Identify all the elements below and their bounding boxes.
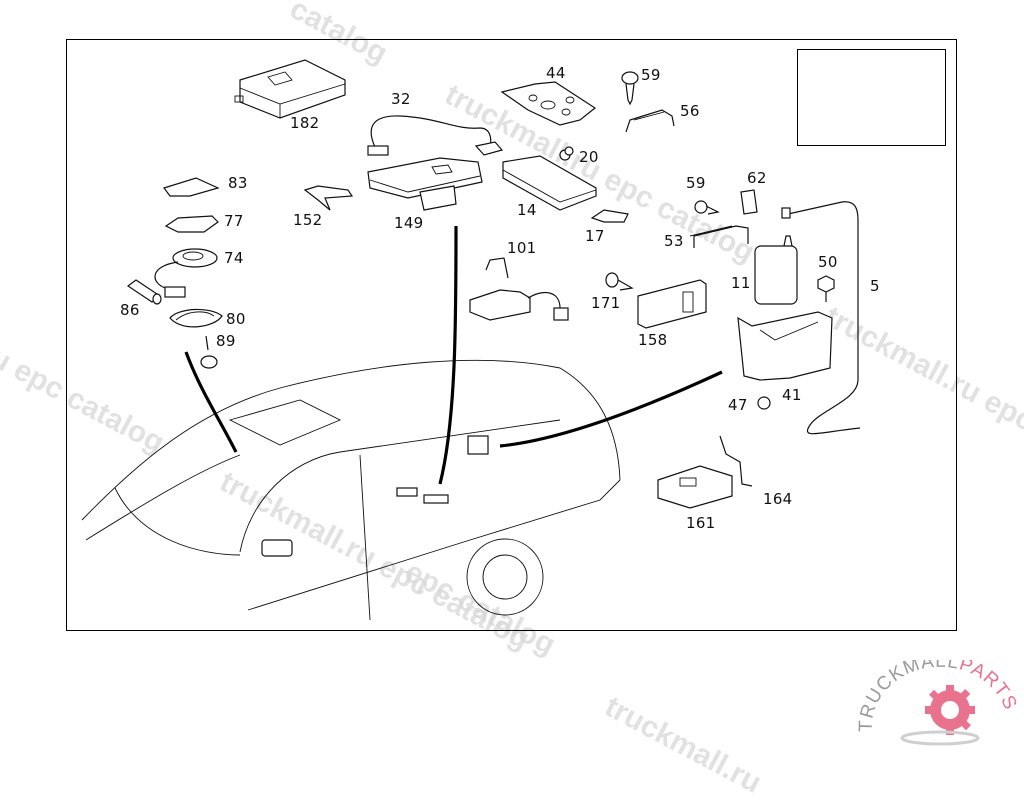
part-101-module[interactable] — [469, 257, 569, 321]
callout-101[interactable]: 101 — [507, 239, 537, 257]
callout-182[interactable]: 182 — [290, 114, 320, 132]
callout-14[interactable]: 14 — [517, 201, 537, 219]
part-59-screw[interactable] — [621, 71, 639, 106]
gear-icon — [925, 685, 975, 735]
part-62-clip[interactable] — [740, 189, 758, 215]
diagram-frame — [66, 39, 957, 631]
part-77-plate[interactable] — [164, 215, 219, 233]
part-53-bracket[interactable] — [689, 225, 749, 248]
part-5-cable[interactable] — [781, 201, 861, 435]
callout-89[interactable]: 89 — [216, 332, 236, 350]
part-86-cylinder[interactable] — [126, 279, 162, 305]
callout-171[interactable]: 171 — [591, 294, 621, 312]
callout-47[interactable]: 47 — [728, 396, 748, 414]
truckmall-parts-logo: TRUCKMALLPARTS — [856, 651, 1020, 750]
callout-164[interactable]: 164 — [763, 490, 793, 508]
diagram-artwork — [81, 59, 932, 621]
part-164-bracket[interactable] — [719, 435, 753, 487]
part-171-screw[interactable] — [605, 272, 634, 291]
inset-frame — [797, 49, 946, 146]
callout-53[interactable]: 53 — [664, 232, 684, 250]
callout-59b[interactable]: 59 — [686, 174, 706, 192]
callout-17[interactable]: 17 — [585, 227, 605, 245]
part-59-screw-b[interactable] — [694, 200, 720, 215]
callout-59[interactable]: 59 — [641, 66, 661, 84]
part-149-module[interactable] — [367, 157, 483, 211]
callout-161[interactable]: 161 — [686, 514, 716, 532]
part-17-clip[interactable] — [590, 209, 629, 223]
callout-5[interactable]: 5 — [870, 277, 880, 295]
part-152-bracket[interactable] — [303, 185, 354, 211]
part-50-bolt[interactable] — [817, 275, 835, 302]
callout-80[interactable]: 80 — [226, 310, 246, 328]
location-arrows — [184, 225, 723, 485]
part-20-clip[interactable] — [559, 146, 574, 161]
arrow-to-rear-module — [499, 370, 723, 448]
part-161-module[interactable] — [657, 465, 733, 509]
callout-152[interactable]: 152 — [293, 211, 323, 229]
callout-32[interactable]: 32 — [391, 90, 411, 108]
callout-20[interactable]: 20 — [579, 148, 599, 166]
part-14-unit[interactable] — [502, 155, 597, 211]
part-83-plate[interactable] — [163, 177, 220, 197]
part-89-screw[interactable] — [200, 335, 218, 369]
part-11-unit[interactable] — [754, 235, 798, 305]
vehicle-outline — [81, 359, 621, 621]
callout-56[interactable]: 56 — [680, 102, 700, 120]
part-74-lamp[interactable] — [154, 248, 218, 298]
part-47-nut[interactable] — [757, 396, 771, 410]
callout-62[interactable]: 62 — [747, 169, 767, 187]
part-182-control-unit[interactable] — [234, 59, 346, 119]
callout-83[interactable]: 83 — [228, 174, 248, 192]
callout-149[interactable]: 149 — [394, 214, 424, 232]
arrow-to-roof-lamp — [184, 351, 238, 453]
callout-158[interactable]: 158 — [638, 331, 668, 349]
part-44-bracket[interactable] — [500, 81, 597, 126]
arrow-to-door-module — [438, 225, 458, 485]
callout-11[interactable]: 11 — [731, 274, 751, 292]
part-158-module[interactable] — [637, 279, 707, 329]
callout-77[interactable]: 77 — [224, 212, 244, 230]
callout-44[interactable]: 44 — [546, 64, 566, 82]
part-80-cover[interactable] — [169, 308, 223, 328]
part-41-bracket[interactable] — [737, 311, 833, 381]
callout-41[interactable]: 41 — [782, 386, 802, 404]
callout-74[interactable]: 74 — [224, 249, 244, 267]
part-32-cable[interactable] — [367, 115, 504, 156]
callout-86[interactable]: 86 — [120, 301, 140, 319]
callout-50[interactable]: 50 — [818, 253, 838, 271]
part-56-bracket[interactable] — [625, 109, 675, 133]
